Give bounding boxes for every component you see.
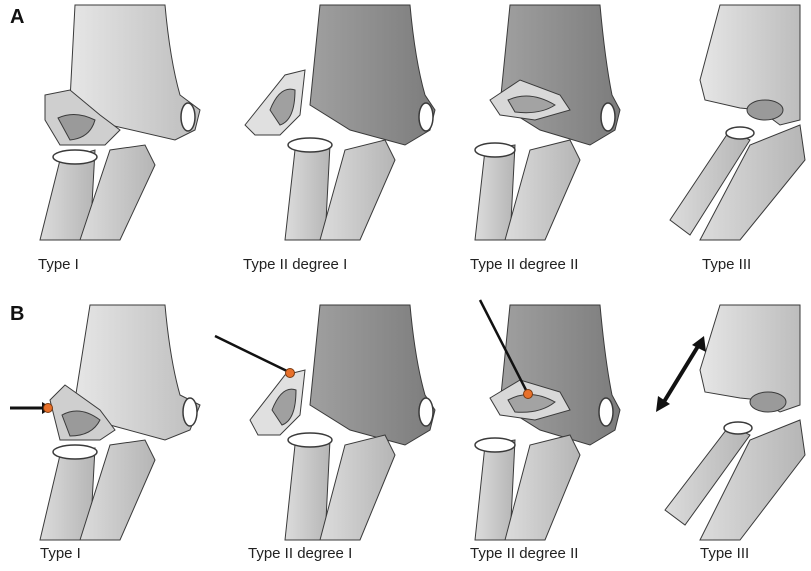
fracture-marker (523, 389, 533, 399)
caption-b-type2-degree2: Type II degree II (470, 545, 579, 562)
displacement-arrow (660, 341, 702, 407)
panel-label-a: A (10, 6, 25, 28)
a-type3-elbow-illustration (669, 4, 806, 241)
caption-b-type1: Type I (40, 545, 81, 562)
panel-label-b: B (10, 303, 25, 325)
caption-a-type2-degree1: Type II degree I (243, 256, 348, 273)
caption-a-type3: Type III (702, 256, 752, 273)
caption-b-type3: Type III (700, 545, 750, 562)
b-type2-degree2-elbow-illustration (474, 299, 621, 541)
b-type2-degree1-elbow-illustration (214, 304, 436, 541)
pointer-line (478, 299, 529, 393)
b-type1-elbow-illustration (10, 304, 201, 541)
pointer-line (214, 334, 290, 374)
caption-b-type2-degree1: Type II degree I (248, 545, 353, 562)
b-type3-elbow-illustration (656, 304, 806, 541)
a-type1-elbow-illustration (39, 4, 201, 241)
a-type2-degree2-elbow-illustration (474, 4, 621, 241)
a-type2-degree1-elbow-illustration (244, 4, 436, 241)
fracture-marker (43, 403, 53, 413)
caption-a-type2-degree2: Type II degree II (470, 256, 579, 273)
fracture-marker (285, 368, 295, 378)
caption-a-type1: Type I (38, 256, 79, 273)
